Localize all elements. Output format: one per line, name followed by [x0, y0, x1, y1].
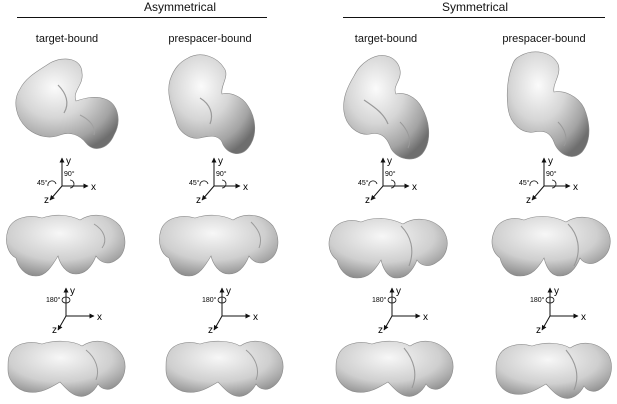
group-divider-symmetrical	[343, 17, 605, 18]
rotation-axes-icon-6: y x z 180°	[202, 286, 258, 334]
rotation-axes-icon-7: y x z 180°	[372, 286, 428, 334]
svg-text:y: y	[70, 286, 75, 297]
svg-text:90°: 90°	[385, 170, 396, 178]
angle-180-label: 180°	[46, 296, 61, 304]
rotation-axes-icon-3: y x z 90° 45°	[358, 156, 417, 204]
density-map-asym-target-side	[6, 214, 126, 277]
density-map-asym-target-bottom	[7, 340, 126, 397]
rotation-axes-icon-2: y x z 90° 45°	[189, 156, 248, 204]
density-map-asym-target-front	[15, 58, 119, 149]
density-map-sym-target-bottom	[335, 340, 454, 397]
rotation-axes-icon-4: y x z 90° 45°	[519, 156, 578, 204]
column-label-3: target-bound	[354, 33, 418, 45]
svg-text:y: y	[554, 286, 559, 297]
svg-text:y: y	[218, 156, 223, 167]
density-map-asym-prespacer-front	[168, 54, 256, 154]
svg-text:z: z	[365, 195, 370, 204]
column-label-4: prespacer-bound	[502, 33, 586, 45]
group-title-symmetrical: Symmetrical	[441, 0, 508, 14]
angle-90-label: 90°	[64, 170, 75, 178]
density-map-sym-prespacer-front	[506, 51, 590, 157]
rotation-axes-icon-5: y x z 180°	[46, 286, 102, 334]
density-map-sym-prespacer-side	[491, 216, 611, 277]
svg-text:y: y	[387, 156, 392, 167]
svg-text:180°: 180°	[530, 296, 545, 304]
svg-text:x: x	[97, 312, 102, 323]
rotation-axes-icon-1: y x z 90° 45°	[37, 156, 96, 204]
density-map-sym-target-side	[328, 218, 448, 279]
svg-text:z: z	[378, 325, 383, 334]
svg-text:90°: 90°	[546, 170, 557, 178]
column-label-2: prespacer-bound	[168, 33, 252, 45]
svg-text:45°: 45°	[358, 179, 369, 187]
svg-text:45°: 45°	[519, 179, 530, 187]
svg-text:y: y	[396, 286, 401, 297]
density-map-sym-prespacer-bottom	[495, 342, 612, 399]
svg-text:y: y	[226, 286, 231, 297]
density-map-asym-prespacer-side	[159, 214, 279, 277]
rotation-axes-icon-8: y x z 180°	[530, 286, 586, 334]
svg-text:z: z	[526, 195, 531, 204]
group-divider-asymmetrical	[17, 17, 267, 18]
svg-text:x: x	[423, 312, 428, 323]
svg-text:z: z	[196, 195, 201, 204]
column-label-1: target-bound	[35, 33, 99, 45]
svg-text:90°: 90°	[216, 170, 227, 178]
axis-y-label: y	[66, 156, 71, 167]
svg-text:x: x	[243, 182, 248, 193]
svg-text:z: z	[208, 325, 213, 334]
density-map-asym-prespacer-bottom	[165, 340, 284, 397]
svg-text:z: z	[536, 325, 541, 334]
svg-text:y: y	[548, 156, 553, 167]
density-map-sym-target-front	[343, 55, 430, 160]
svg-text:x: x	[581, 312, 586, 323]
svg-text:180°: 180°	[202, 296, 217, 304]
svg-text:z: z	[52, 325, 57, 334]
svg-text:x: x	[412, 182, 417, 193]
angle-45-label: 45°	[37, 179, 48, 187]
axis-x-label: x	[91, 182, 96, 193]
svg-text:x: x	[253, 312, 258, 323]
axis-z-label: z	[44, 195, 49, 204]
svg-text:x: x	[573, 182, 578, 193]
svg-text:45°: 45°	[189, 179, 200, 187]
svg-text:180°: 180°	[372, 296, 387, 304]
group-title-asymmetrical: Asymmetrical	[143, 0, 216, 14]
